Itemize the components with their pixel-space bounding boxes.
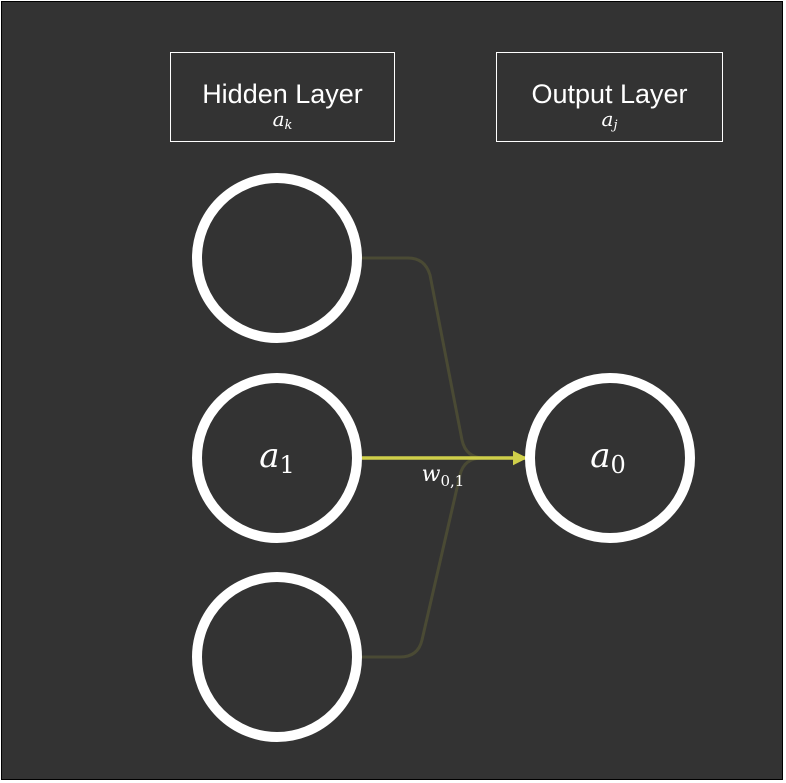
hidden-layer-header: Hidden Layer ak <box>170 52 395 142</box>
hidden-node-a1 <box>192 373 362 543</box>
output-layer-symbol: aj <box>601 107 618 133</box>
hidden-layer-title: Hidden Layer <box>202 79 363 109</box>
output-layer-header: Output Layer aj <box>496 52 723 142</box>
output-node-a0 <box>525 373 695 543</box>
hidden-node-top <box>192 173 362 343</box>
output-node-a0-label: a0 <box>590 436 626 479</box>
edge-hidden-top-to-output <box>362 256 525 460</box>
output-layer-title: Output Layer <box>531 79 688 109</box>
weight-w01-label: w0,1 <box>421 462 465 490</box>
hidden-node-a1-label: a1 <box>259 436 295 479</box>
hidden-layer-symbol: ak <box>272 107 293 133</box>
hidden-node-bottom <box>192 572 362 742</box>
